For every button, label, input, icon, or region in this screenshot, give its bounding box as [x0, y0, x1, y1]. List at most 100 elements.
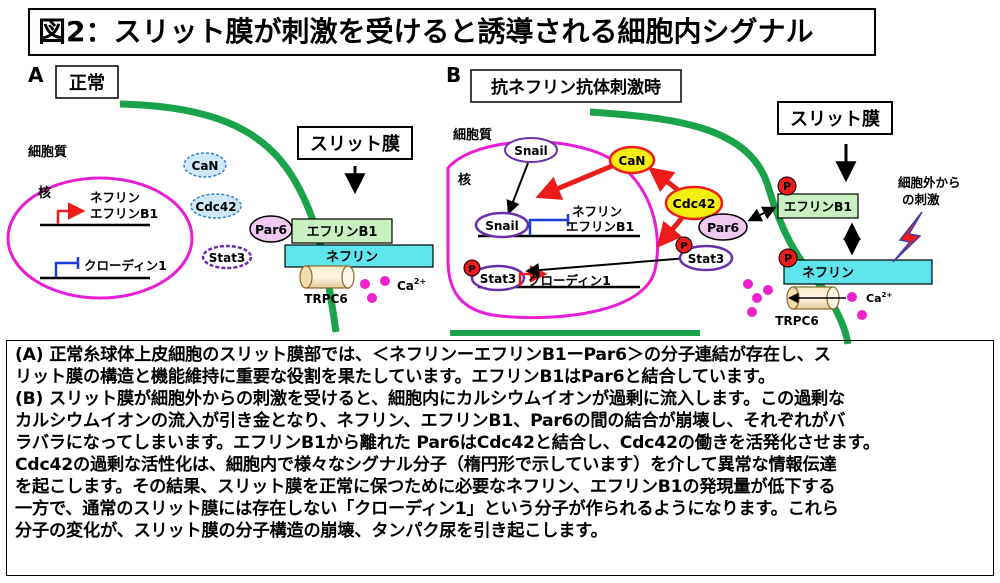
ca-ion: [367, 293, 377, 303]
caption-line: 分子の変化が、スリット膜の分子構造の崩壊、タンパク尿を引き起こします。: [15, 521, 608, 541]
gene-nephrin-a: ネフリン: [90, 190, 140, 205]
ephrin-b1-a: [291, 218, 393, 244]
stat3-label-a: Stat3: [209, 251, 246, 265]
panel-b-label-box: [470, 69, 682, 103]
panel-b: B 抗ネフリン抗体刺激時 細胞質 核 Snail Snail ネフリン エフリン…: [446, 63, 961, 345]
repressor-bar-b: [528, 214, 570, 235]
repressor-bar-a: [54, 257, 80, 277]
ca-label-a: Ca2+: [397, 277, 426, 293]
ca-ion: [360, 279, 370, 289]
stat3-nuc-b: [470, 264, 526, 292]
caption-line: (A) 正常糸球体上皮細胞のスリット膜部では、＜ネフリンーエフリンB1ーPar6…: [15, 345, 831, 365]
panel-b-letter: B: [446, 63, 461, 87]
panel-a-label-box: [55, 65, 119, 99]
can-label-a: CaN: [192, 159, 219, 173]
phospho-stat3-cyto: [675, 236, 693, 254]
phospho-stat3-nuc: [463, 259, 481, 277]
nucleus-label-b: 核: [458, 172, 471, 188]
panel-a: A 正常 細胞質 核 ネフリン エフリンB1 クローディン1 スリット膜 CaN…: [6, 63, 434, 333]
panel-a-label: 正常: [69, 72, 105, 94]
ca-ion: [763, 285, 773, 295]
ca-ion: [747, 307, 757, 317]
caption-line: リット膜の構造と機能維持に重要な役割を果たしています。エフリンB1はPar6と結…: [15, 367, 776, 387]
ca-text-a: Ca: [397, 279, 414, 293]
ca-charge-a: 2+: [414, 277, 426, 286]
nephrin-label-b: ネフリン: [802, 266, 854, 281]
gene-nephrin-b: ネフリン: [572, 204, 622, 219]
gene-ephrin-b: エフリンB1: [566, 219, 634, 234]
ca-charge-b: 2+: [882, 291, 893, 299]
nephrin-b: [783, 259, 933, 285]
phospho-stat3-cyto-label: P: [680, 241, 687, 252]
ephrin-b1-b: [777, 193, 859, 219]
panel-b-label: 抗ネフリン抗体刺激時: [491, 77, 661, 98]
lightning-bolt-icon: [892, 211, 923, 263]
caption-line: 一方で、通常のスリット膜には存在しない「クローディン1」という分子が作られるよう…: [15, 499, 839, 519]
par6-label-b: Par6: [707, 220, 739, 235]
phospho-nephrin-label: P: [784, 252, 792, 265]
external-stimulus-line1: 細胞外から: [898, 175, 961, 190]
snail-nuc-label-b: Snail: [485, 219, 519, 233]
caption-line: を起こします。その結果、スリット膜を正常に保つために必要なネフリン、エフリンB1…: [15, 477, 836, 497]
stat3-b: [678, 244, 734, 272]
ca-label-b: Ca2+: [866, 291, 892, 305]
snail-cyto-label-b: Snail: [514, 144, 548, 158]
panel-a-letter: A: [28, 63, 44, 87]
ephrin-b1-label-b: エフリンB1: [784, 199, 852, 214]
cdc42-label-a: Cdc42: [195, 200, 236, 214]
cytoplasm-label-a: 細胞質: [28, 144, 67, 160]
trpc6-label-a: TRPC6: [304, 292, 347, 306]
can-label-b: CaN: [619, 154, 646, 168]
stat3-a: [201, 244, 253, 270]
ca-ion: [857, 310, 867, 320]
can-a: [183, 152, 227, 178]
gene-ephrin-a: エフリンB1: [90, 206, 158, 221]
slit-membrane-box-b: [777, 101, 893, 135]
ca-ion: [743, 279, 753, 289]
ca-ion: [380, 276, 390, 286]
figure-title: 図2：スリット膜が刺激を受けると誘導される細胞内シグナル: [28, 8, 876, 56]
ca-ion: [847, 292, 857, 302]
cdc42-b: [664, 185, 724, 221]
phospho-nephrin: [778, 248, 798, 268]
slit-membrane-label-b: スリット膜: [790, 108, 880, 130]
cdc42-to-can-arrow: [648, 166, 680, 193]
slit-membrane-label-a: スリット膜: [310, 133, 400, 155]
nucleus-label-a: 核: [38, 185, 51, 201]
ephrin-b1-label-a: エフリンB1: [307, 225, 378, 240]
caption-line: Cdc42の過剰な活性化は、細胞内で様々なシグナル分子（楕円形で示しています）を…: [15, 455, 837, 475]
phospho-stat3-nuc-label: P: [468, 264, 475, 275]
caption-line: (B) スリット膜が細胞外からの刺激を受けると、細胞内にカルシウムイオンが過剰に…: [15, 389, 846, 409]
ca-ion: [752, 293, 762, 303]
par6-label-a: Par6: [255, 222, 287, 237]
stat3-nuc-label-b: Stat3: [480, 272, 517, 286]
gene-claudin-a: クローディン1: [84, 258, 167, 273]
trpc6-label-b: TRPC6: [775, 314, 818, 328]
cdc42-label-b: Cdc42: [673, 196, 716, 211]
nephrin-a: [284, 244, 434, 268]
nephrin-label-a: ネフリン: [326, 250, 378, 265]
par6-b: [698, 213, 748, 241]
caption-box: (A) 正常糸球体上皮細胞のスリット膜部では、＜ネフリンーエフリンB1ーPar6…: [6, 340, 994, 576]
snail-cyto-b: [504, 137, 558, 163]
promoter-arrow-a: [56, 202, 86, 224]
diagram-canvas: A 正常 細胞質 核 ネフリン エフリンB1 クローディン1 スリット膜 CaN…: [6, 63, 961, 345]
nucleus-a: [6, 176, 194, 300]
snail-move-arrow: [506, 162, 529, 215]
ca-text-b: Ca: [866, 292, 882, 305]
trpc6-channel-a: [299, 265, 355, 289]
par6-ephrin-dissociation: [747, 206, 777, 222]
caption-line: カルシウムイオンの流入が引き金となり、ネフリン、エフリンB1、Par6の間の結合…: [15, 411, 846, 431]
phospho-ephrin-label: P: [783, 180, 791, 193]
can-b: [608, 145, 656, 175]
snail-nuc-b: [474, 211, 530, 239]
slit-membrane-box-a: [297, 126, 413, 160]
external-stimulus-line2: の刺激: [902, 192, 940, 207]
cytoplasm-label-b: 細胞質: [453, 127, 492, 143]
can-to-snail-arrow: [535, 163, 613, 200]
stat3-label-b: Stat3: [688, 252, 725, 266]
cdc42-a: [190, 193, 242, 219]
cdc42-to-stat3-arrow: [656, 216, 684, 248]
gene-claudin-b: クローディン1: [528, 273, 611, 288]
phospho-ephrin: [777, 176, 797, 196]
